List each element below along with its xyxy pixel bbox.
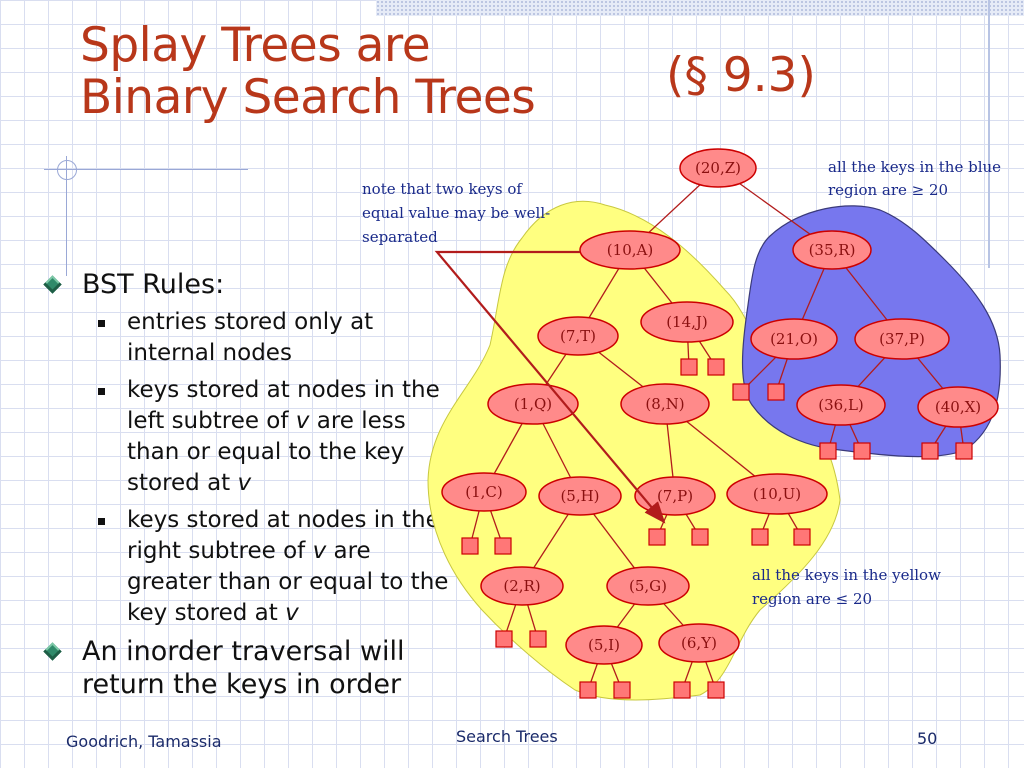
sub-bullet-rule1: entries stored only at internal nodes: [40, 307, 460, 369]
leaf-node: [853, 442, 871, 460]
leaf-node: [767, 383, 785, 401]
sub-bullet-rule3: keys stored at nodes in the right subtre…: [40, 505, 460, 629]
tree-node: [792, 230, 872, 270]
footer-page-number: 50: [917, 729, 938, 748]
variable-v: v: [312, 538, 327, 564]
leaf-node: [819, 442, 837, 460]
square-bullet-icon: [98, 320, 105, 327]
node-label: (5,G): [629, 577, 667, 595]
leaf-node: [921, 442, 939, 460]
tree-node: [750, 318, 838, 360]
leaf-node: [579, 681, 597, 699]
leaf-node: [673, 681, 691, 699]
square-bullet-icon: [98, 518, 105, 525]
sub-bullet-text: entries stored only at internal nodes: [127, 309, 374, 366]
tree-node: [854, 318, 950, 360]
tree-node: [537, 316, 619, 356]
node-label: (2,R): [503, 577, 540, 595]
tree-node: [620, 383, 710, 425]
decoration-horizontal-line: [44, 169, 248, 170]
note-text-line: equal value may be well-: [362, 204, 550, 222]
leaf-node: [494, 537, 512, 555]
tree-node: [480, 566, 564, 606]
tree-node: [658, 623, 740, 663]
square-bullet-icon: [98, 388, 105, 395]
node-label: (20,Z): [695, 159, 741, 177]
sub-bullet-text: keys stored at nodes in the right subtre…: [127, 507, 440, 564]
variable-v: v: [295, 408, 310, 434]
annotation-arrow: [434, 250, 666, 524]
title-line-1: Splay Trees are: [80, 18, 431, 73]
variable-v: v: [237, 470, 252, 496]
leaf-node: [691, 528, 709, 546]
blue-region-label: region are ≥ 20: [828, 181, 948, 199]
node-label: (8,N): [645, 395, 684, 413]
node-label: (10,A): [607, 241, 653, 259]
leaf-node: [461, 537, 479, 555]
node-label: (40,X): [935, 398, 981, 416]
leaf-node: [529, 630, 547, 648]
leaf-node: [793, 528, 811, 546]
sub-bullet-text: are less than or equal to the key stored…: [127, 408, 406, 496]
tree-node: [579, 230, 681, 270]
bullet-text: An inorder traversal will return the key…: [82, 636, 405, 700]
leaf-nodes: [461, 358, 973, 699]
header-decoration-bar: [376, 0, 1024, 16]
node-label: (1,C): [465, 483, 503, 501]
decoration-vertical-rule: [66, 156, 67, 276]
tree-node: [538, 476, 622, 516]
variable-v: v: [285, 600, 299, 626]
decoration-circle: [57, 160, 77, 180]
note-text-line: note that two keys of: [362, 180, 523, 198]
tree-node: [565, 625, 643, 665]
blue-region-label: all the keys in the blue: [828, 158, 1001, 176]
title-line-2: Binary Search Trees: [80, 70, 536, 125]
node-label: (6,Y): [681, 634, 717, 652]
leaf-node: [732, 383, 750, 401]
tree-node: [640, 301, 734, 343]
node-label: (36,L): [818, 396, 864, 414]
node-label: (7,T): [560, 327, 596, 345]
yellow-region-label: region are ≤ 20: [752, 590, 872, 608]
tree-node: [796, 384, 886, 426]
bullet-bst-rules: BST Rules:: [40, 268, 460, 301]
node-label: (37,P): [879, 330, 925, 348]
node-label: (1,Q): [514, 395, 552, 413]
tree-node: [679, 148, 757, 188]
node-label: (5,I): [588, 636, 620, 654]
sub-bullet-text: are greater than or equal to the key sto…: [127, 538, 449, 626]
slide-title: Splay Trees are Binary Search Trees: [80, 18, 536, 125]
decoration-vertical-line: [988, 0, 990, 268]
footer-topic: Search Trees: [456, 727, 558, 746]
note-text-line: separated: [362, 228, 438, 246]
tree-node: [917, 386, 999, 428]
sub-bullet-text: keys stored at nodes in the left subtree…: [127, 377, 440, 434]
tree-node: [606, 566, 690, 606]
tree-node: [726, 473, 828, 515]
node-label: (21,O): [770, 330, 818, 348]
sub-bullet-rule2: keys stored at nodes in the left subtree…: [40, 375, 460, 499]
leaf-node: [707, 681, 725, 699]
bullet-text: BST Rules:: [82, 269, 225, 300]
leaf-node: [495, 630, 513, 648]
node-label: (5,H): [560, 487, 599, 505]
bullet-inorder: An inorder traversal will return the key…: [40, 635, 460, 701]
bullet-list: BST Rules: entries stored only at intern…: [40, 268, 460, 707]
node-label: (10,U): [753, 485, 801, 503]
leaf-node: [955, 442, 973, 460]
leaf-node: [680, 358, 698, 376]
yellow-region-label: all the keys in the yellow: [752, 566, 941, 584]
node-label: (35,R): [809, 241, 856, 259]
title-section-ref: (§ 9.3): [666, 48, 816, 103]
leaf-node: [751, 528, 769, 546]
leaf-node: [613, 681, 631, 699]
leaf-node: [707, 358, 725, 376]
node-label: (14,J): [666, 313, 708, 331]
leaf-node: [648, 528, 666, 546]
node-label: (7,P): [657, 487, 693, 505]
footer-authors: Goodrich, Tamassia: [66, 732, 222, 751]
tree-node: [441, 472, 527, 512]
